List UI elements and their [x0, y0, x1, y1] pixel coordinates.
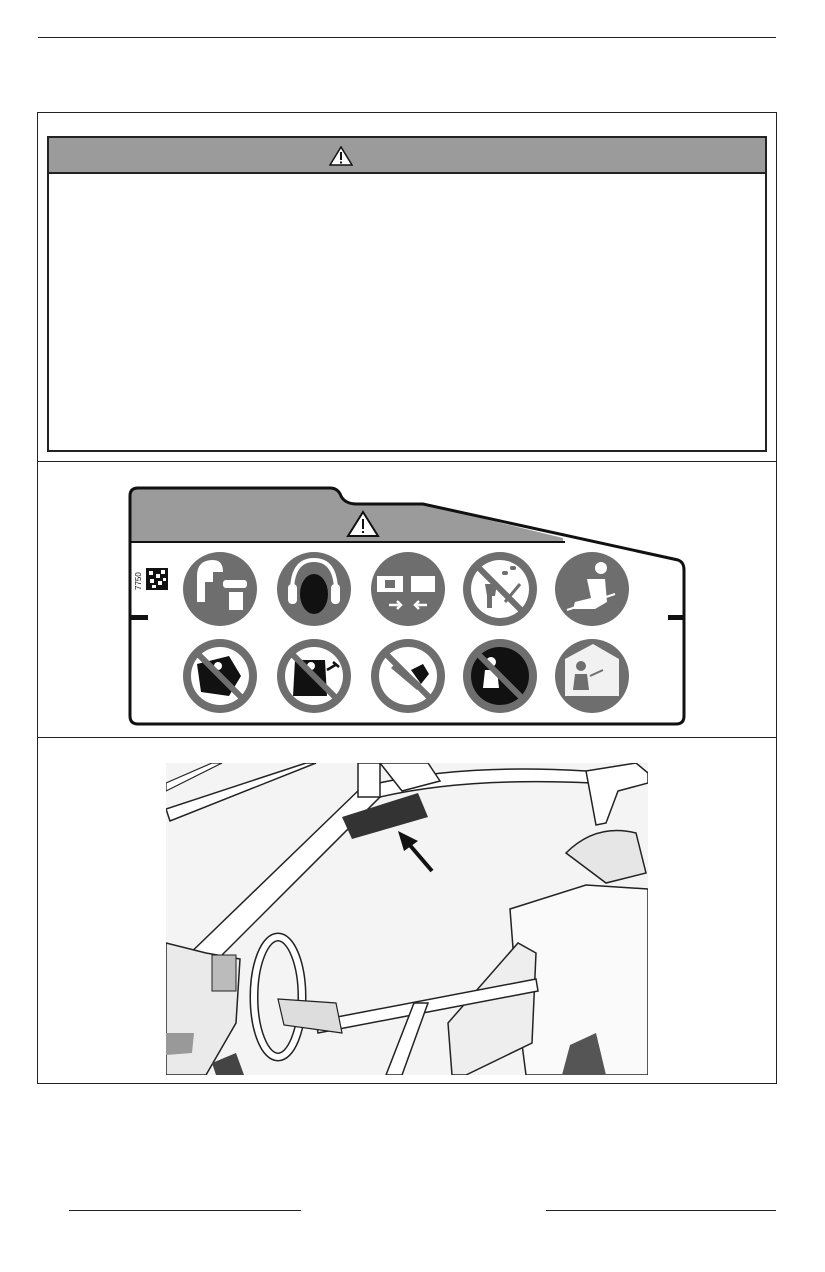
pictogram-hearing-protection — [277, 552, 351, 626]
safety-label: 7750 — [128, 486, 686, 726]
pictogram-no-limbs-outside-right — [277, 639, 351, 713]
footer-rule-right — [546, 1210, 776, 1211]
warning-triangle-icon — [329, 146, 353, 166]
vehicle-illustration — [166, 763, 648, 1075]
pictogram-no-child-passenger — [463, 639, 537, 713]
pictogram-seated-driver — [555, 552, 629, 626]
pictogram-no-alcohol-drugs — [463, 552, 537, 626]
header-rule — [38, 37, 776, 38]
section-divider-1 — [38, 461, 776, 462]
steering-wheel — [249, 932, 343, 1062]
pictogram-fasten-seat-belt — [371, 552, 445, 626]
datamatrix-icon — [146, 568, 168, 590]
label-code: 7750 — [134, 572, 143, 590]
label-warning-icon — [346, 510, 380, 537]
footer-rule-left — [69, 1210, 301, 1211]
pointer-arrow-icon — [398, 831, 434, 873]
pictogram-no-grabbing-bar — [371, 639, 445, 713]
pictogram-helmet-goggles-gloves — [183, 552, 257, 626]
section-divider-2 — [38, 737, 776, 738]
content-frame — [37, 112, 777, 1084]
pictogram-no-limbs-outside-left — [183, 639, 257, 713]
pictogram-passenger-seated — [555, 639, 629, 713]
label-location — [342, 793, 428, 839]
warning-header — [49, 138, 765, 174]
warning-box — [47, 136, 767, 452]
